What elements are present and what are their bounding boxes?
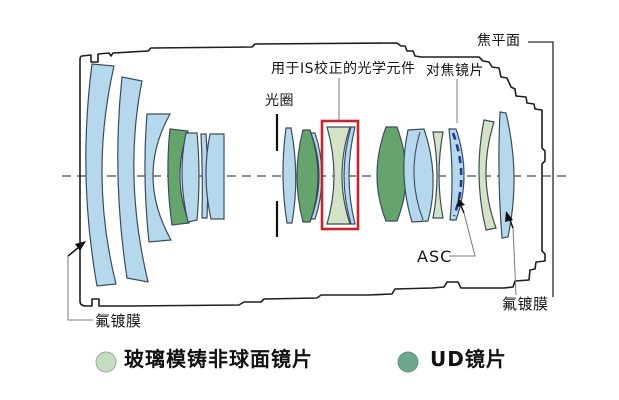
aspherical-circle-icon (95, 351, 117, 373)
rear-aspherical-lens (432, 131, 444, 219)
focal-plane-line (528, 41, 554, 297)
legend-aspherical-swatch (95, 351, 117, 373)
label-fluorine-rear: 氟镀膜 (502, 295, 549, 313)
fluorine-rear-arrow-shaft (509, 219, 514, 229)
fluorine-front-leader-line (67, 256, 93, 321)
mid-lens-1 (282, 127, 297, 224)
mid-lens-3 (310, 132, 323, 220)
label-asc: ASC (417, 247, 453, 266)
legend-aspherical-label: 玻璃模铸非球面镜片 (124, 347, 313, 371)
fluorine-front-arrow-shaft (67, 246, 80, 257)
front-lens-5 (181, 132, 200, 223)
is-lens-blue (343, 126, 356, 225)
front-lens-1 (85, 63, 117, 287)
rear-aspherical-lens-2 (478, 119, 497, 231)
label-is-element: 用于IS校正的光学元件 (271, 61, 416, 77)
rear-doublet-cement-line (413, 131, 424, 221)
asc-arrow-shaft (460, 205, 465, 214)
fluorine-rear-arrowhead (505, 211, 513, 222)
front-lens-7 (205, 133, 225, 220)
label-fluorine-front: 氟镀膜 (95, 312, 142, 330)
mid-ud-lens (296, 129, 319, 223)
legend-ud-label: UD镜片 (430, 347, 507, 371)
label-focusing-lens: 对焦镜片 (426, 63, 484, 79)
ud-circle-icon (397, 351, 419, 373)
fluorine-front-arrowhead (75, 241, 86, 251)
front-lens-2 (117, 76, 149, 283)
lens-barrel-outline (79, 42, 546, 307)
rear-doublet (403, 128, 434, 223)
rear-lens-final (498, 111, 515, 239)
front-ud-lens (167, 128, 190, 226)
is-aspherical-lens (326, 126, 351, 225)
asc-dash-arc (451, 132, 463, 217)
front-lens-3 (144, 113, 172, 243)
label-aperture: 光圈 (265, 93, 294, 109)
asc-arrowhead (457, 198, 465, 207)
is-highlight-box (320, 119, 360, 231)
legend-ud-swatch (397, 351, 419, 373)
label-focal-plane: 焦平面 (477, 33, 521, 49)
asc-leader-line (449, 212, 476, 257)
rear-ud-lens (376, 126, 407, 222)
fluorine-rear-leader-line (512, 227, 517, 296)
